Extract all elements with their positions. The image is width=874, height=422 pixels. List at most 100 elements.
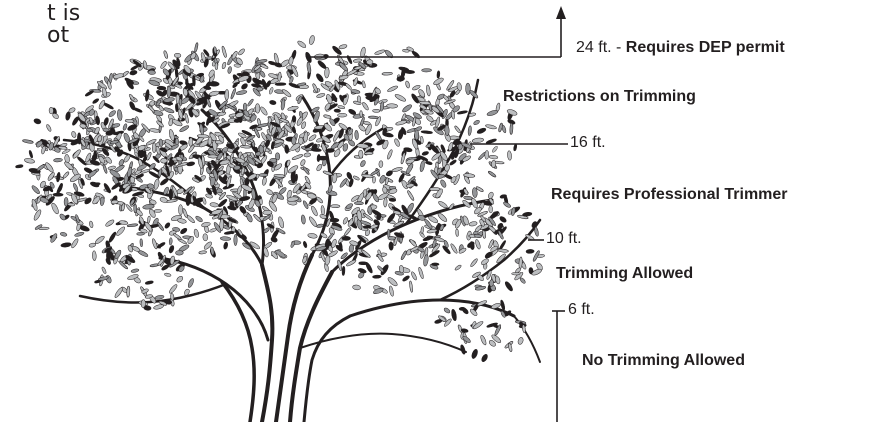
leaf [179, 205, 183, 215]
leaf [421, 130, 433, 134]
leaf [134, 204, 137, 213]
leaf [419, 160, 425, 172]
leaf [101, 267, 107, 275]
leaf [143, 60, 148, 69]
leaf [108, 109, 117, 117]
leaf [186, 161, 195, 166]
leaf [359, 160, 366, 168]
leaf [93, 182, 100, 185]
leaf [168, 245, 175, 254]
leaf [326, 148, 335, 152]
leaf [259, 106, 268, 116]
leaf [223, 242, 228, 250]
leaf [507, 151, 512, 161]
leaf [410, 271, 417, 281]
leaf [379, 161, 383, 168]
height-24ft-separator: - [612, 39, 626, 56]
leaf [240, 82, 248, 90]
leaf [176, 275, 184, 283]
leaf [386, 149, 393, 160]
leaf [517, 337, 524, 345]
leaf [312, 83, 319, 93]
leaf [431, 263, 439, 266]
leaf [334, 109, 341, 113]
leaf [475, 239, 482, 250]
leaf [401, 103, 412, 113]
leaf [220, 236, 231, 240]
leaf [149, 128, 160, 133]
leaf [504, 281, 514, 292]
leaf [387, 85, 399, 93]
leaf [168, 283, 178, 294]
leaf [221, 62, 226, 70]
leaf [169, 189, 173, 200]
leaf [167, 86, 171, 97]
leaf [111, 200, 119, 204]
leaf [227, 66, 232, 74]
leaf [89, 242, 96, 247]
leaf [155, 89, 164, 97]
leaf [308, 216, 318, 228]
leaf [471, 348, 479, 359]
leaf [302, 200, 309, 209]
leaf [234, 234, 237, 245]
leaf [345, 83, 352, 90]
leaf [316, 163, 323, 171]
leaf [480, 335, 488, 346]
leaf [409, 281, 413, 293]
leaf [291, 137, 296, 145]
leaf [201, 222, 211, 228]
leaf [497, 248, 508, 252]
leaf [240, 137, 247, 146]
leaf [342, 236, 351, 240]
leaf [177, 218, 187, 224]
leaf [315, 73, 325, 83]
leaf [89, 221, 94, 228]
leaf [443, 307, 451, 314]
leaf [510, 123, 514, 135]
leaf [64, 197, 68, 206]
leaf [454, 125, 461, 133]
leaf [425, 161, 432, 166]
leaf [348, 108, 357, 116]
leaf [438, 200, 449, 209]
leaf [148, 70, 156, 75]
leaf [405, 81, 410, 89]
leaf [159, 196, 168, 203]
leaf [46, 124, 52, 132]
leaf [450, 151, 455, 160]
leaf [224, 231, 234, 235]
leaf [168, 129, 175, 141]
leaf [210, 202, 219, 207]
leaf [33, 118, 41, 125]
leaf [372, 275, 381, 279]
leaf [292, 115, 296, 122]
leaf [284, 145, 289, 154]
leaf [115, 226, 126, 237]
leaf [387, 104, 398, 109]
leaf [157, 86, 166, 90]
leaf [230, 88, 237, 100]
leaf [519, 277, 526, 284]
leaf [357, 268, 366, 274]
leaf [485, 150, 489, 159]
leaf [217, 198, 228, 208]
leaf [317, 154, 321, 162]
leaf [178, 148, 181, 155]
leaf [316, 93, 325, 99]
leaf [422, 69, 432, 73]
leaf [400, 250, 407, 260]
leaf [209, 228, 217, 233]
leaf [215, 63, 218, 70]
leaf [240, 145, 251, 148]
leaf [164, 222, 171, 229]
height-16ft-value: 16 ft. [570, 134, 606, 152]
leaf [292, 154, 304, 161]
leaf [174, 53, 181, 58]
leaf [153, 304, 164, 310]
leaf [77, 133, 81, 144]
leaf [353, 175, 360, 180]
leaf [56, 172, 61, 182]
leaf [307, 233, 317, 239]
leaf [163, 107, 174, 114]
